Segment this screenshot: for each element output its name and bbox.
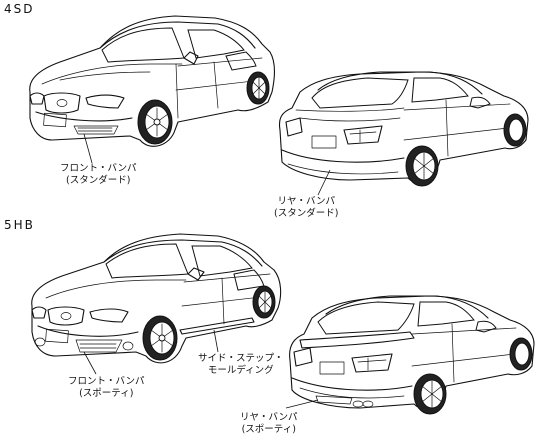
- callout-hb-rear-bumper-line2: (スポーティ): [241, 424, 296, 435]
- callout-hb-rear-bumper-line1: リヤ・バンパ: [240, 412, 298, 423]
- callout-sd-rear-bumper: リヤ・バンパ (スタンダード): [274, 196, 338, 220]
- callout-sd-rear-bumper-line1: リヤ・バンパ: [277, 196, 335, 207]
- callout-hb-rear-bumper: リヤ・バンパ (スポーティ): [240, 412, 297, 436]
- leader-hb-rear-bumper: [285, 399, 319, 409]
- leader-hb-front-bumper: [83, 351, 97, 375]
- callout-hb-side-step-line2: モールディング: [207, 365, 274, 376]
- hatchback-rear-view: [289, 295, 535, 415]
- callout-sd-front-bumper-line1: フロント・バンパ: [60, 163, 137, 174]
- callout-hb-front-bumper: フロント・バンパ (スポーティ): [68, 376, 144, 400]
- callout-hb-front-bumper-line1: フロント・バンパ: [68, 376, 145, 387]
- callout-sd-front-bumper-line2: (スタンダード): [66, 175, 131, 186]
- leader-sd-front-bumper: [83, 133, 93, 164]
- leader-sd-rear-bumper: [317, 169, 331, 196]
- callout-hb-side-step: サイド・ステップ・ モールディング: [198, 353, 284, 377]
- hatchback-front-view: [31, 233, 282, 364]
- callout-hb-front-bumper-line2: (スポーティ): [79, 388, 134, 399]
- section-label-5hb: 5HB: [4, 218, 35, 232]
- sedan-rear-view: [278, 71, 529, 187]
- callout-sd-front-bumper: フロント・バンパ (スタンダード): [60, 163, 136, 187]
- section-label-4sd: 4SD: [4, 2, 35, 16]
- callout-sd-rear-bumper-line2: (スタンダード): [274, 208, 339, 219]
- sedan-front-view: [29, 15, 275, 147]
- leader-hb-side-step: [213, 329, 219, 353]
- callout-hb-side-step-line1: サイド・ステップ・: [198, 353, 284, 364]
